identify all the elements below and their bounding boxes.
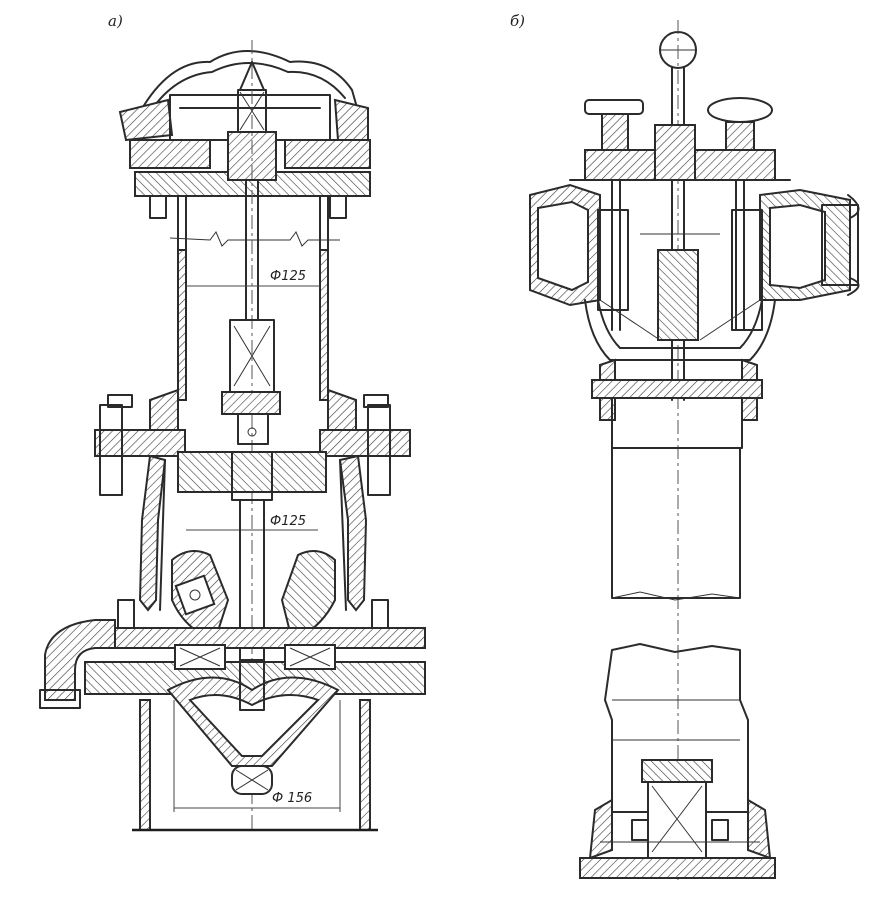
dimension-d125-middle: Ф125 [270,514,306,529]
valve-wing-right [280,550,336,642]
middle-flange-right [319,429,411,457]
view-label-a: а) [108,12,123,30]
top-flange-right [284,139,371,169]
flange-bolt-right [367,404,391,496]
top-flange-left [129,139,211,169]
lower-flange [84,627,426,649]
dimension-d125-upper: Ф125 [270,269,306,284]
hydrant-standpipe-section-b: б) [510,12,860,880]
left-valve-handwheel [584,99,644,115]
standpipe-foot [579,857,776,879]
view-label-b: б) [510,12,525,30]
middle-flange-left [94,429,186,457]
right-valve-handwheel [707,97,773,123]
top-cap-dome [139,50,361,119]
hydrant-column-section-a: а) Ф125 [39,12,426,832]
flange-bolt-left [99,404,123,496]
dimension-d156: Ф 156 [272,791,312,806]
cap-hinge [118,98,174,142]
standpipe-lower [604,643,749,813]
drain-elbow [44,619,116,701]
standpipe-upper [611,447,741,599]
head-flange [591,379,763,399]
